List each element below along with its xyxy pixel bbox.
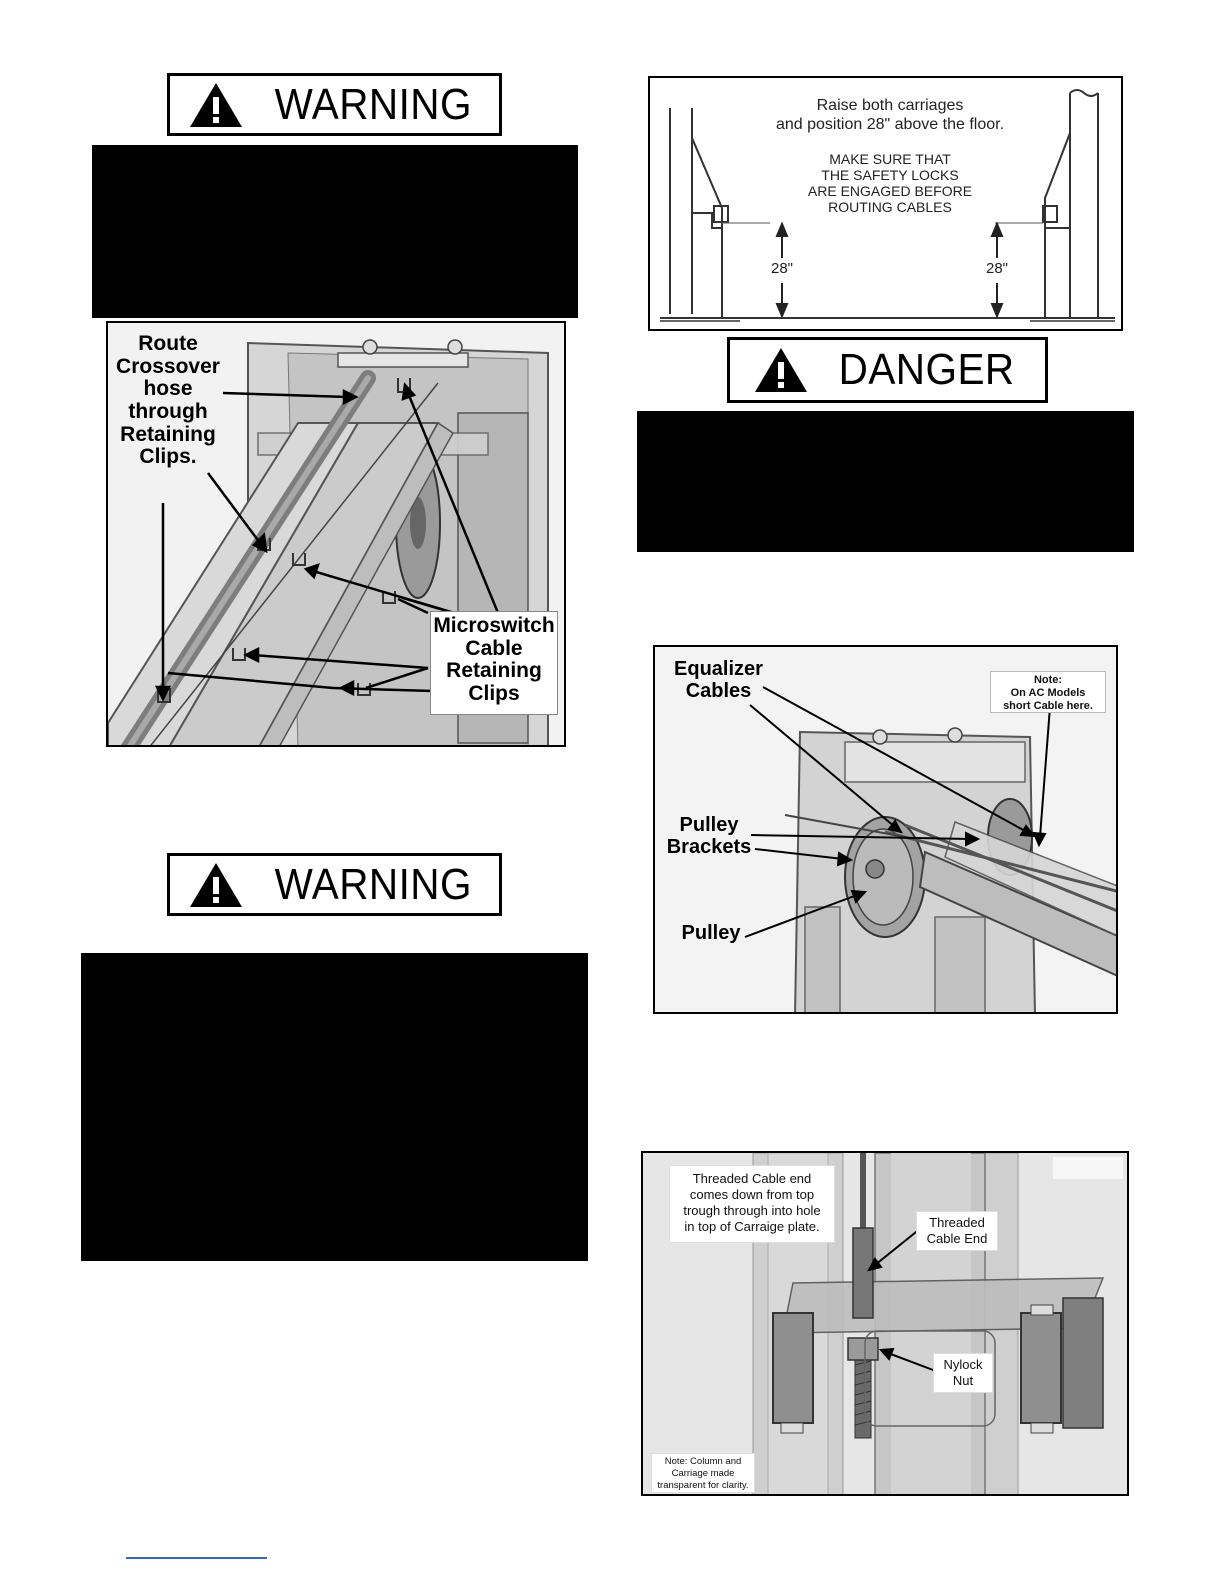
- warning-label: WARNING: [274, 859, 473, 909]
- warning-triangle-icon: [190, 862, 243, 907]
- redacted-block: [81, 953, 588, 1261]
- equalizer-illustration: [655, 647, 1116, 1012]
- ac-models-note: Note: On AC Models short Cable here.: [990, 671, 1106, 713]
- threaded-cable-end-label: Threaded Cable End: [916, 1211, 998, 1251]
- blank-label-patch: [1053, 1157, 1123, 1179]
- carriage-height-illustration: [660, 89, 1115, 322]
- redacted-block: [637, 411, 1134, 552]
- warning-sign-bottom: WARNING: [167, 853, 502, 916]
- redacted-block: [92, 145, 578, 318]
- threaded-cable-callout: Threaded Cable end comes down from top t…: [669, 1165, 835, 1243]
- microswitch-callout: Microswitch Cable Retaining Clips: [430, 611, 558, 715]
- figure-carriage-height: Raise both carriages and position 28" ab…: [648, 76, 1123, 331]
- danger-sign: DANGER: [727, 337, 1048, 403]
- nylock-nut-label: Nylock Nut: [933, 1353, 993, 1393]
- carriage-instruction: Raise both carriages and position 28" ab…: [775, 97, 1005, 133]
- warning-label: WARNING: [274, 79, 473, 129]
- warning-sign-top: WARNING: [167, 73, 502, 136]
- figure-threaded-cable-end: Threaded Cable end comes down from top t…: [641, 1151, 1129, 1496]
- dimension-left: 28": [770, 260, 793, 277]
- pulley-callout: Pulley: [681, 922, 741, 944]
- figure-equalizer-cables: Equalizer Cables Pulley Brackets Pulley …: [653, 645, 1118, 1014]
- pulley-brackets-callout: Pulley Brackets: [666, 814, 752, 858]
- figure-crossover-hose: Route Crossover hose through Retaining C…: [106, 321, 566, 747]
- warning-triangle-icon: [190, 82, 243, 127]
- warning-triangle-icon: [754, 348, 807, 392]
- route-crossover-callout: Route Crossover hose through Retaining C…: [116, 332, 220, 469]
- transparency-note: Note: Column and Carriage made transpare…: [651, 1453, 755, 1493]
- safety-lock-warning: MAKE SURE THAT THE SAFETY LOCKS ARE ENGA…: [807, 151, 973, 215]
- dimension-right: 28": [985, 260, 1008, 277]
- equalizer-cables-callout: Equalizer Cables: [674, 658, 763, 702]
- footer-link-underline: [126, 1557, 267, 1559]
- danger-label: DANGER: [838, 345, 1015, 394]
